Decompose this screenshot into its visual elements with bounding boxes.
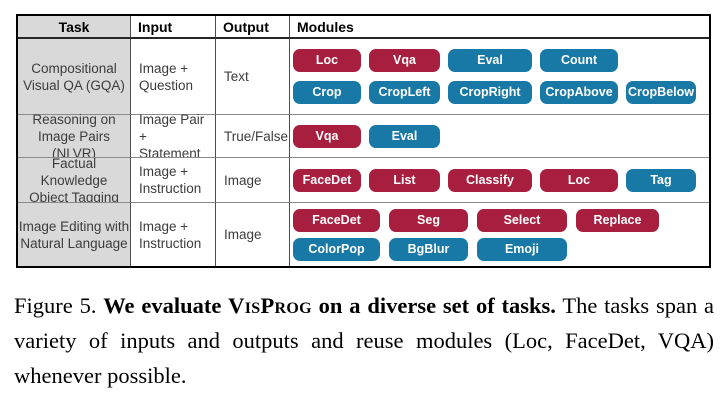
- caption-rest: The tasks span a variety of inputs and o…: [14, 293, 715, 388]
- module-badge-loc: Loc: [293, 49, 361, 72]
- module-badge-cropright: CropRight: [448, 81, 532, 104]
- modules-cell: FaceDet List Classify Loc Tag: [289, 157, 709, 202]
- col-header-modules: Modules: [289, 16, 709, 39]
- module-badge-vqa: Vqa: [369, 49, 440, 72]
- module-badge-select: Select: [477, 208, 567, 232]
- figure-label: Figure 5.: [14, 293, 97, 318]
- module-badge-seg: Seg: [389, 208, 468, 232]
- output-cell: Text: [215, 39, 289, 114]
- module-badge-cropbelow: CropBelow: [626, 81, 696, 104]
- module-badge-tag: Tag: [626, 168, 696, 192]
- col-header-task: Task: [18, 16, 130, 39]
- module-badge-crop: Crop: [293, 81, 361, 104]
- input-cell: Image Pair +Statement: [130, 112, 215, 161]
- input-cell: Image +Question: [130, 39, 215, 114]
- module-badge-colorpop: ColorPop: [293, 237, 380, 261]
- output-cell: Image: [215, 157, 289, 202]
- module-badge-list: List: [369, 168, 440, 192]
- module-badge-classify: Classify: [448, 168, 532, 192]
- caption-bold-pre: We evaluate: [103, 293, 222, 318]
- module-badge-cropleft: CropLeft: [369, 81, 440, 104]
- module-badge-replace: Replace: [576, 208, 659, 232]
- module-badge-facedet: FaceDet: [293, 208, 380, 232]
- output-cell: True/False: [215, 114, 289, 157]
- figure-caption: Figure 5. We evaluate VisProg on a diver…: [14, 288, 714, 393]
- module-badge-bgblur: BgBlur: [389, 237, 468, 261]
- modules-cell: Vqa Eval: [289, 114, 709, 157]
- input-cell: Image +Instruction: [130, 202, 215, 266]
- input-cell: Image +Instruction: [130, 157, 215, 202]
- caption-bold-post: on a diverse set of tasks.: [318, 293, 556, 318]
- module-badge-loc: Loc: [540, 168, 618, 192]
- col-header-output: Output: [215, 16, 289, 39]
- module-badge-eval: Eval: [448, 49, 532, 72]
- module-badge-count: Count: [540, 49, 618, 72]
- brand-name: VisProg: [228, 293, 312, 318]
- module-badge-vqa: Vqa: [293, 124, 361, 148]
- module-badge-eval: Eval: [369, 124, 440, 148]
- module-badge-emoji: Emoji: [477, 237, 567, 261]
- col-header-input: Input: [130, 16, 215, 39]
- output-cell: Image: [215, 202, 289, 266]
- module-badge-cropabove: CropAbove: [540, 81, 618, 104]
- module-badge-facedet: FaceDet: [293, 168, 361, 192]
